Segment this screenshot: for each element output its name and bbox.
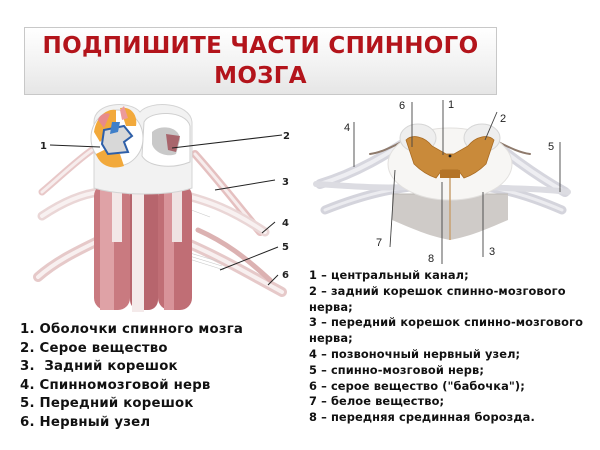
title-banner: ПОДПИШИТЕ ЧАСТИ СПИННОГО МОЗГА: [24, 27, 497, 95]
label-2: 2: [283, 131, 290, 142]
label-leaders: [49, 134, 283, 286]
legend-right-item: 3 – передний корешок спинно-мозгового не…: [309, 315, 584, 346]
label-5: 5: [282, 242, 289, 253]
spinal-columns: [94, 162, 192, 312]
label-5: 5: [548, 141, 554, 153]
label-8: 8: [428, 253, 434, 265]
spinal-cord-3d-diagram: 1 2 3 4 5 6: [20, 92, 302, 314]
legend-left-item: 5. Передний корешок: [20, 396, 194, 412]
legend-right-item: 5 – спинно-мозговой нерв;: [309, 362, 484, 377]
label-7: 7: [376, 237, 382, 249]
colored-cross-section: [90, 106, 144, 168]
label-1: 1: [448, 99, 454, 111]
legend-left-item: 4. Спинномозговой нерв: [20, 377, 211, 393]
nerve-roots-lower: [33, 227, 287, 297]
spinal-cord-cross-section-diagram: 6 1 2 4 5 7 8 3: [300, 92, 600, 270]
legend-left-item: 2. Серое вещество: [20, 340, 168, 356]
legend-right-item: 7 – белое вещество;: [309, 394, 445, 409]
label-2: 2: [500, 113, 506, 125]
label-4: 4: [344, 122, 350, 134]
title-line-2: МОЗГА: [214, 63, 307, 89]
label-6: 6: [282, 270, 289, 281]
title-line-1: ПОДПИШИТЕ ЧАСТИ СПИННОГО: [42, 33, 479, 59]
central-canal: [448, 154, 452, 158]
legend-left-item: 3. Задний корешок: [20, 359, 178, 375]
label-leaders: [353, 100, 561, 264]
legend-left: 1. Оболочки спинного мозга 2. Серое веще…: [20, 321, 243, 433]
legend-left-item: 1. Оболочки спинного мозга: [20, 322, 244, 337]
legend-left-item: 6. Нервный узел: [20, 414, 151, 430]
label-3: 3: [489, 246, 495, 258]
legend-right-item: 4 – позвоночный нервный узел;: [309, 346, 521, 361]
label-3: 3: [282, 177, 289, 188]
legend-right-item: 6 – серое вещество ("бабочка");: [309, 378, 525, 393]
label-4: 4: [282, 218, 289, 229]
legend-right-item: 2 – задний корешок спинно-мозгового нерв…: [309, 283, 566, 314]
label-6: 6: [399, 100, 405, 112]
legend-right: 1 – центральный канал; 2 – задний корешо…: [309, 268, 599, 426]
legend-right-item: 1 – центральный канал;: [309, 268, 469, 282]
legend-right-item: 8 – передняя срединная борозда.: [309, 410, 535, 425]
label-1: 1: [40, 141, 47, 152]
